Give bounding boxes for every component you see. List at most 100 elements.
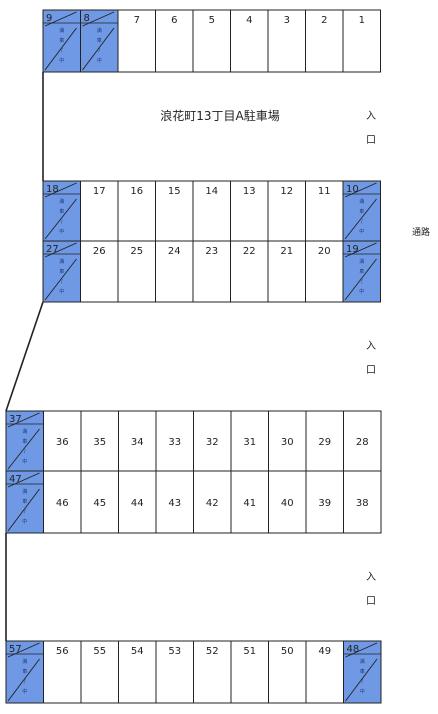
occupied-mark-text: 満 (22, 428, 27, 435)
occupied-mark-text: / (24, 509, 26, 515)
entrance-char-1: 入 (366, 341, 376, 352)
space-number-31: 31 (243, 437, 256, 448)
space-number-20: 20 (318, 246, 331, 257)
space-number-1: 1 (359, 15, 365, 26)
occupied-mark-text: 満 (359, 198, 364, 205)
occupied-mark-text: 中 (359, 288, 364, 295)
space-number-36: 36 (56, 437, 69, 448)
space-number-8: 8 (84, 13, 90, 24)
space-number-38: 38 (356, 498, 369, 509)
occupied-mark-text: 満 (59, 27, 64, 34)
occupied-hatch (345, 658, 378, 702)
space-number-45: 45 (93, 498, 106, 509)
entrance-char-1: 入 (366, 111, 376, 122)
occupied-mark-text: 満 (360, 658, 365, 665)
occupied-mark-text: / (361, 219, 363, 225)
occupied-mark-text: / (24, 679, 26, 685)
occupied-mark-text: 満 (59, 198, 64, 205)
parking-space-34 (118, 410, 157, 472)
space-number-16: 16 (130, 186, 143, 197)
occupied-hatch (82, 27, 115, 71)
parking-space-45 (80, 470, 119, 534)
space-number-26: 26 (93, 246, 106, 257)
occupied-mark-text: 車 (359, 208, 364, 215)
occupied-hatch (7, 472, 40, 488)
parking-space-38 (343, 470, 382, 534)
parking-space-18 (42, 180, 81, 242)
entrance-char-1: 入 (366, 572, 376, 583)
space-number-53: 53 (168, 646, 181, 657)
space-number-54: 54 (131, 646, 144, 657)
occupied-mark-text: 中 (360, 688, 365, 695)
space-number-39: 39 (318, 498, 331, 509)
occupied-mark-text: 車 (22, 668, 27, 675)
entrance-char-2: 口 (366, 596, 376, 607)
space-number-25: 25 (130, 246, 143, 257)
occupied-hatch (345, 642, 378, 658)
parking-space-5 (192, 9, 231, 73)
boundary-line (5, 301, 44, 412)
parking-space-29 (305, 410, 344, 472)
parking-space-41 (230, 470, 269, 534)
space-number-4: 4 (246, 15, 252, 26)
space-number-42: 42 (206, 498, 219, 509)
space-number-37: 37 (9, 414, 22, 425)
occupied-mark-text: 車 (360, 668, 365, 675)
space-number-52: 52 (206, 646, 219, 657)
occupied-mark-text: 中 (97, 57, 102, 64)
space-number-2: 2 (321, 15, 327, 26)
occupied-mark-text: 中 (59, 228, 64, 235)
space-number-55: 55 (93, 646, 106, 657)
space-number-19: 19 (346, 244, 359, 255)
space-number-32: 32 (206, 437, 219, 448)
entrance-char-2: 口 (366, 135, 376, 146)
occupied-mark-text: / (61, 279, 63, 285)
occupied-mark-text: 中 (22, 518, 27, 525)
parking-space-37 (5, 410, 44, 472)
parking-space-49 (305, 640, 344, 704)
occupied-mark-text: / (361, 679, 363, 685)
occupied-hatch (7, 642, 40, 658)
parking-space-1 (342, 9, 381, 73)
parking-space-55 (80, 640, 119, 704)
space-number-27: 27 (46, 244, 59, 255)
occupied-mark-text: / (61, 48, 63, 54)
occupied-hatch (344, 198, 377, 240)
occupied-mark-text: 満 (97, 27, 102, 34)
lot-title: 浪花町13丁目A駐車場 (160, 109, 280, 123)
occupied-hatch (7, 488, 40, 532)
parking-space-13 (230, 180, 269, 242)
parking-space-23 (192, 240, 231, 303)
parking-space-26 (80, 240, 119, 303)
parking-space-10 (342, 180, 381, 242)
parking-space-25 (117, 240, 156, 303)
space-number-12: 12 (280, 186, 293, 197)
parking-space-20 (305, 240, 344, 303)
space-number-13: 13 (243, 186, 256, 197)
occupied-mark-text: 満 (22, 488, 27, 495)
space-number-46: 46 (56, 498, 69, 509)
occupied-mark-text: 車 (59, 208, 64, 215)
occupied-hatch (44, 198, 77, 240)
parking-space-4 (230, 9, 269, 73)
space-number-44: 44 (131, 498, 144, 509)
occupied-hatch (82, 11, 115, 27)
space-number-30: 30 (281, 437, 294, 448)
space-number-7: 7 (134, 15, 140, 26)
parking-space-48 (343, 640, 382, 704)
occupied-mark-text: 車 (59, 37, 64, 44)
space-number-15: 15 (168, 186, 181, 197)
parking-space-31 (230, 410, 269, 472)
passage-label: 通路 (412, 228, 431, 238)
occupied-hatch (44, 242, 77, 258)
space-number-11: 11 (318, 186, 331, 197)
occupied-mark-text: 中 (359, 228, 364, 235)
space-number-56: 56 (56, 646, 69, 657)
occupied-mark-text: 満 (22, 658, 27, 665)
space-number-18: 18 (46, 184, 59, 195)
occupied-hatch (44, 27, 77, 71)
occupied-mark-text: 中 (59, 57, 64, 64)
space-number-24: 24 (168, 246, 181, 257)
entrance-top: 入 口 (365, 105, 377, 153)
